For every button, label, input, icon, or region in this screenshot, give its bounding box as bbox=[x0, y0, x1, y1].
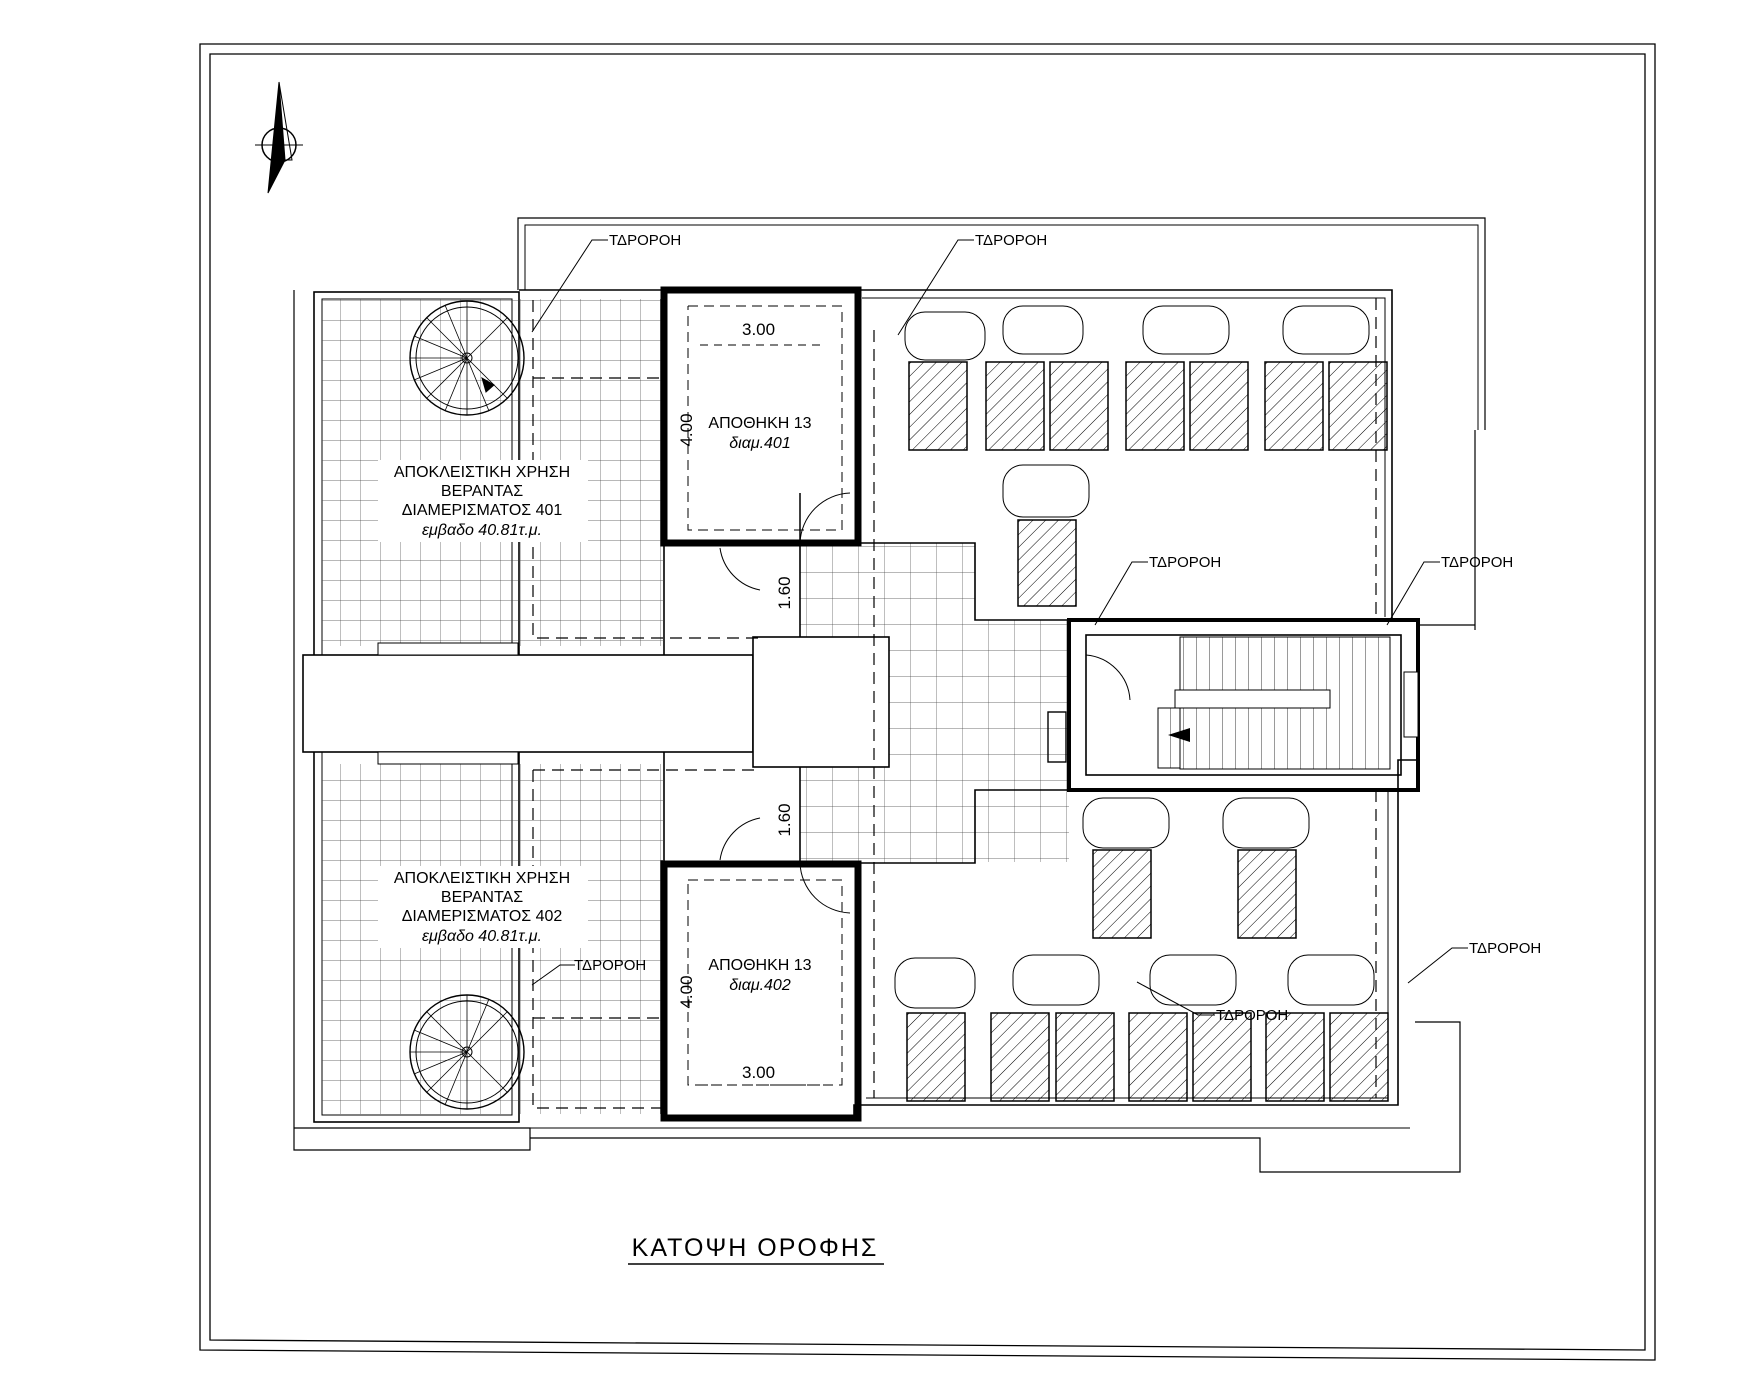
lower-passage-dim: 1.60 bbox=[775, 803, 794, 836]
spiral-stair-lower bbox=[409, 994, 525, 1110]
drain-label: ΤΔΡΟΡΟΗ bbox=[1216, 1007, 1288, 1024]
storage-402-width-dim: 3.00 bbox=[742, 1063, 775, 1082]
spiral-stair-upper bbox=[409, 300, 525, 416]
veranda-401-line2: ΒΕΡΑΝΤΑΣ bbox=[441, 483, 523, 500]
north-arrow-icon bbox=[255, 81, 303, 194]
upper-passage-dim: 1.60 bbox=[775, 576, 794, 609]
drain-label: ΤΔΡΟΡΟΗ bbox=[1149, 554, 1221, 571]
storage-402-unit: διαμ.402 bbox=[729, 977, 791, 994]
storage-402-name: ΑΠΟΘΗΚΗ 13 bbox=[708, 957, 811, 974]
drawing-title: ΚΑΤΟΨΗ ΟΡΟΦΗΣ bbox=[628, 1234, 884, 1265]
drain-label: ΤΔΡΟΡΟΗ bbox=[574, 957, 646, 974]
storage-room-401: 3.00 4.00 ΑΠΟΘΗΚΗ 13 διαμ.401 bbox=[660, 286, 862, 547]
storage-402-depth-dim: 4.00 bbox=[677, 975, 696, 1008]
veranda-401-line1: ΑΠΟΚΛΕΙΣΤΙΚΗ ΧΡΗΣΗ bbox=[394, 464, 570, 481]
drain-label: ΤΔΡΟΡΟΗ bbox=[609, 232, 681, 249]
drain-label: ΤΔΡΟΡΟΗ bbox=[975, 232, 1047, 249]
veranda-402-line2: ΒΕΡΑΝΤΑΣ bbox=[441, 889, 523, 906]
storage-room-402: 3.00 4.00 ΑΠΟΘΗΚΗ 13 διαμ.402 bbox=[660, 860, 862, 1122]
drawing-title-text: ΚΑΤΟΨΗ ΟΡΟΦΗΣ bbox=[632, 1234, 879, 1262]
veranda-401-label: ΑΠΟΚΛΕΙΣΤΙΚΗ ΧΡΗΣΗ ΒΕΡΑΝΤΑΣ ΔΙΑΜΕΡΙΣΜΑΤΟ… bbox=[378, 460, 588, 542]
storage-401-name: ΑΠΟΘΗΚΗ 13 bbox=[708, 415, 811, 432]
drain-labels: ΤΔΡΟΡΟΗ ΤΔΡΟΡΟΗ ΤΔΡΟΡΟΗ ΤΔΡΟΡΟΗ ΤΔΡΟΡΟΗ … bbox=[574, 232, 1541, 1024]
veranda-401-area: εμβαδο 40.81τ.μ. bbox=[422, 522, 542, 539]
passage-dims: 1.60 1.60 bbox=[719, 547, 794, 861]
paved-lobby bbox=[799, 542, 1069, 864]
veranda-402-line3: ΔΙΑΜΕΡΙΣΜΑΤΟΣ 402 bbox=[402, 908, 563, 925]
drain-leaders bbox=[531, 239, 1468, 1016]
drain-label: ΤΔΡΟΡΟΗ bbox=[1441, 554, 1513, 571]
storage-401-depth-dim: 4.00 bbox=[677, 413, 696, 446]
lounger-set-lower bbox=[894, 797, 1389, 1102]
veranda-401-line3: ΔΙΑΜΕΡΙΣΜΑΤΟΣ 401 bbox=[402, 502, 563, 519]
lounger-row-upper bbox=[904, 305, 1370, 518]
veranda-402-line1: ΑΠΟΚΛΕΙΣΤΙΚΗ ΧΡΗΣΗ bbox=[394, 870, 570, 887]
veranda-402-area: εμβαδο 40.81τ.μ. bbox=[422, 928, 542, 945]
stairwell-core bbox=[1047, 618, 1420, 792]
central-slab bbox=[302, 636, 890, 768]
drain-label: ΤΔΡΟΡΟΗ bbox=[1469, 940, 1541, 957]
lounger-set-upper bbox=[904, 305, 1388, 607]
storage-401-unit: διαμ.401 bbox=[729, 435, 790, 452]
veranda-402-label: ΑΠΟΚΛΕΙΣΤΙΚΗ ΧΡΗΣΗ ΒΕΡΑΝΤΑΣ ΔΙΑΜΕΡΙΣΜΑΤΟ… bbox=[378, 866, 588, 948]
plot-border bbox=[199, 43, 1656, 1361]
storage-401-width-dim: 3.00 bbox=[742, 320, 775, 339]
